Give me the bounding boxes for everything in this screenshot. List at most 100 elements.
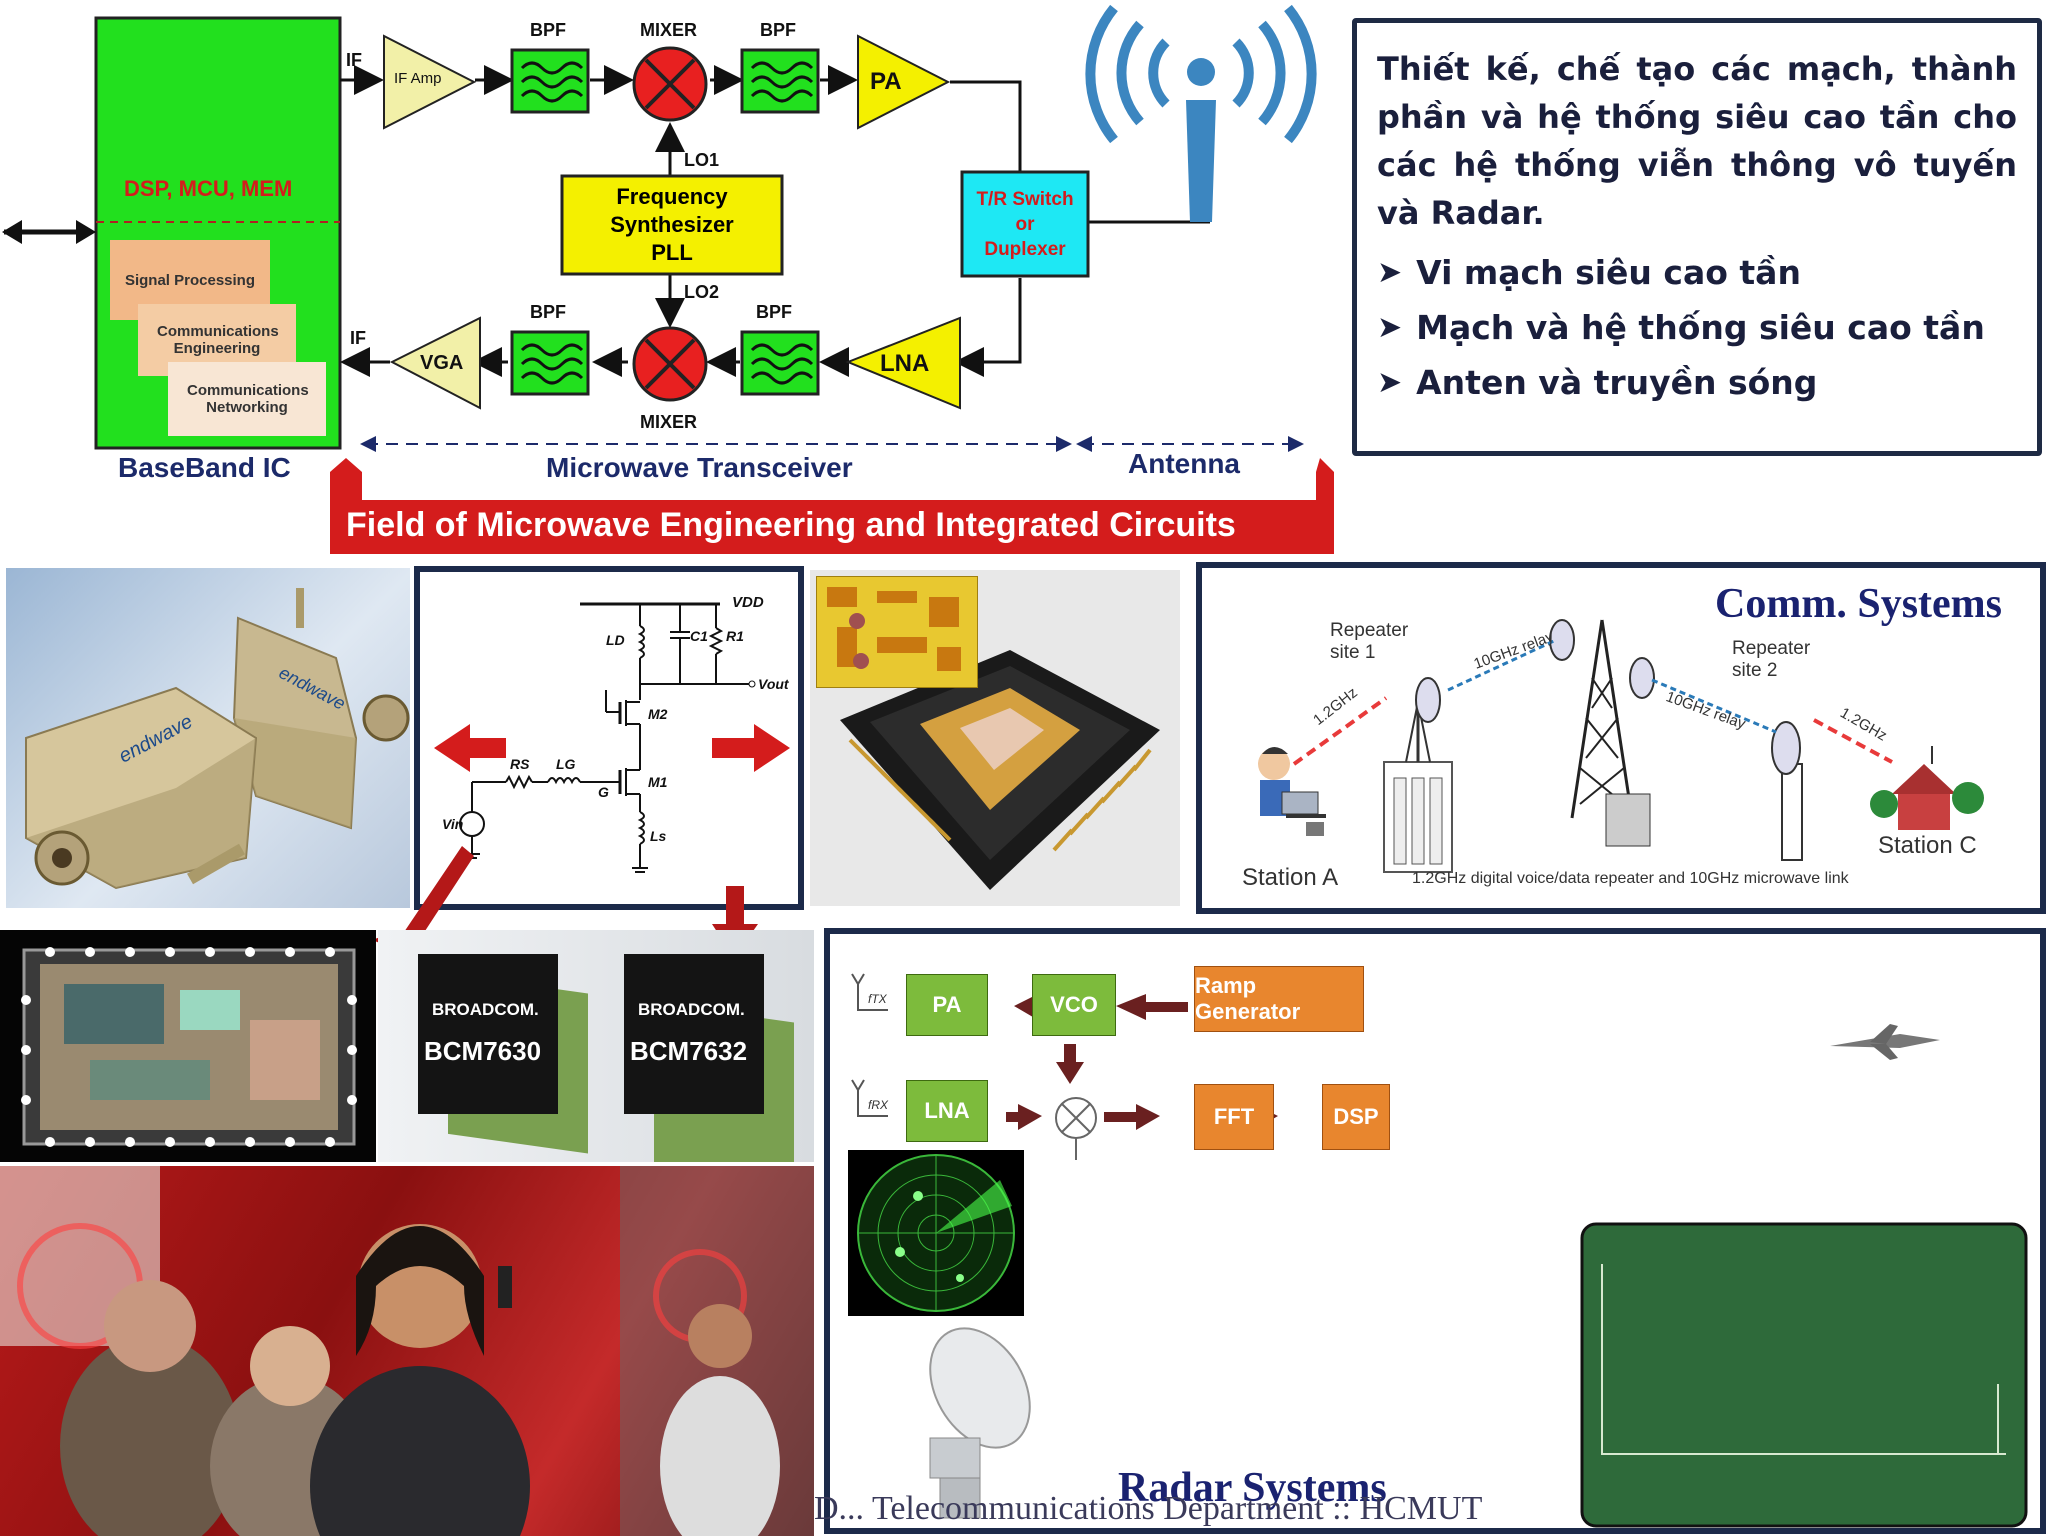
radar-lna-block: LNA: [906, 1080, 988, 1142]
radar-vco-block: VCO: [1032, 974, 1116, 1036]
bpf-label-1: BPF: [530, 20, 566, 40]
bcm-chip-icons: [418, 954, 794, 1162]
bb-item-comm-net: Communications Networking: [168, 362, 326, 436]
schematic-lg: LG: [556, 756, 576, 772]
station-c-label: Station C: [1878, 832, 1977, 859]
schematic-vout: Vout: [758, 676, 789, 692]
bullet-text: Anten và truyền sóng: [1416, 363, 1818, 402]
bcm7632-label: BCM7632: [630, 1036, 748, 1066]
baseband-title: DSP, MCU, MEM: [124, 176, 293, 201]
repeater-2-label: Repeater site 2: [1732, 638, 1811, 681]
schematic-m2: M2: [648, 706, 668, 722]
fft-block: FFT: [1194, 1084, 1274, 1150]
radar-title: Radar Systems: [1118, 1465, 1387, 1511]
radar-scope-icon: [857, 1154, 1015, 1312]
tr-switch-line: Duplexer: [984, 238, 1066, 260]
comm-network-svg: [1258, 619, 1984, 873]
radar-dish: [870, 1318, 1050, 1528]
arrow-bullet-icon: ➤: [1377, 365, 1403, 400]
bb-item-label: Communications Networking: [187, 382, 309, 416]
station-a-label: Station A: [1242, 864, 1339, 891]
bpf-label-4: BPF: [756, 302, 792, 322]
people-communication-photo: [0, 1166, 814, 1536]
synthesizer-block: Frequency Synthesizer PLL: [562, 176, 782, 274]
if-bottom-label: IF: [350, 328, 366, 348]
comm-title: Comm. Systems: [1715, 581, 2002, 627]
ramp-generator-block: Ramp Generator: [1194, 966, 1364, 1032]
tr-switch-block: T/R Switch or Duplexer: [962, 172, 1088, 276]
description-box: Thiết kế, chế tạo các mạch, thành phần v…: [1352, 18, 2042, 456]
arrow-bullet-icon: ➤: [1377, 255, 1403, 290]
arrow-bullet-icon: ➤: [1377, 310, 1403, 345]
repeater-building-1-icon: [1383, 677, 1453, 873]
field-banner-text: Field of Microwave Engineering and Integ…: [346, 506, 1236, 544]
radar-lna-label: LNA: [924, 1098, 970, 1123]
schematic-ls: Ls: [650, 828, 667, 844]
block-diagram-svg: [2, 4, 1334, 554]
packaged-ic-photo: [810, 570, 1180, 906]
schematic-vdd: VDD: [732, 594, 764, 611]
synthesizer-label: Frequency Synthesizer PLL: [610, 184, 734, 265]
chip-die-icon: [21, 947, 357, 1147]
ic-package-icon: [840, 650, 1160, 890]
layout-inset: [816, 576, 978, 688]
broadcom-brand-1: BROADCOM.: [432, 1000, 539, 1019]
bcm7630-label: BCM7630: [424, 1036, 542, 1066]
mixer-label-top: MIXER: [640, 20, 698, 40]
antenna-tower-icon: [1085, 4, 1317, 222]
comm-systems-panel: Comm. Systems: [1196, 562, 2046, 914]
mixer-label-bottom: MIXER: [640, 412, 698, 432]
radar-systems-panel: PA VCO Ramp Generator LNA FFT DSP fTX fR…: [824, 928, 2046, 1534]
schematic-ld: LD: [606, 632, 625, 648]
bb-item-comm-eng: Communications Engineering: [138, 304, 296, 376]
baseband-label: BaseBand IC: [118, 452, 291, 483]
dsp-block: DSP: [1322, 1084, 1390, 1150]
lo2-label: LO2: [684, 282, 720, 302]
bb-item-label: Communications Engineering: [157, 323, 279, 357]
radar-vco-label: VCO: [1050, 992, 1098, 1017]
lna-schematic-panel: VDD LD C1 R1 Vout M2 RS LG G M1 Ls Vin: [414, 566, 804, 910]
transceiver-label: Microwave Transceiver: [546, 452, 853, 483]
tr-switch-line: T/R Switch: [976, 188, 1074, 210]
bullet-item: ➤Mạch và hệ thống siêu cao tần: [1377, 308, 2017, 347]
ramp-generator-label: Ramp Generator: [1195, 973, 1301, 1024]
dsp-label: DSP: [1333, 1104, 1379, 1129]
block-diagram: DSP, MCU, MEM Signal Processing Communic…: [0, 0, 1340, 560]
amplifier-module-icon: [25, 588, 410, 890]
ftx-label: fTX: [868, 992, 887, 1006]
schematic-r1: R1: [726, 628, 744, 644]
description-intro: Thiết kế, chế tạo các mạch, thành phần v…: [1377, 50, 2017, 232]
frx-label: fRX: [868, 1098, 889, 1112]
vga-label: VGA: [420, 352, 464, 374]
fighter-jet-icon: [1830, 1024, 1940, 1060]
antenna-label: Antenna: [1128, 448, 1240, 479]
footer-text: D... Telecommunications Department :: HC…: [814, 1490, 1483, 1527]
schematic-rs: RS: [510, 756, 530, 772]
schematic-vin: Vin: [442, 816, 464, 832]
repeater-site-2-icon: [1771, 721, 1803, 861]
mixer-icon: [632, 46, 708, 402]
bb-item-label: Signal Processing: [124, 271, 256, 289]
schematic-c1: C1: [690, 628, 708, 644]
layout-inset-icon: [827, 587, 961, 671]
chip-die-photo: [0, 930, 376, 1162]
fft-label: FFT: [1213, 1104, 1255, 1129]
person-at-laptop-icon: [1258, 747, 1326, 836]
radar-pa-block: PA: [906, 974, 988, 1036]
comm-caption: 1.2GHz digital voice/data repeater and 1…: [1412, 870, 1849, 887]
amplifier-module-photo: endwave endwave: [6, 568, 410, 908]
relay-tower-icon: [1549, 619, 1655, 847]
people-scene-icon: [0, 1166, 814, 1536]
bpf-filter-icon: [510, 48, 820, 396]
bpf-label-2: BPF: [760, 20, 796, 40]
schematic-m1: M1: [648, 774, 668, 790]
house-icon: [1870, 746, 1984, 830]
if-top-label: IF: [346, 50, 362, 70]
radar-scope: [848, 1150, 1024, 1316]
bpf-label-3: BPF: [530, 302, 566, 322]
lna-schematic-svg: [459, 602, 756, 873]
tr-switch-line: or: [1015, 213, 1035, 235]
radar-dish-icon: [929, 1327, 1031, 1519]
pa-label: PA: [870, 68, 902, 95]
lo1-label: LO1: [684, 150, 720, 170]
